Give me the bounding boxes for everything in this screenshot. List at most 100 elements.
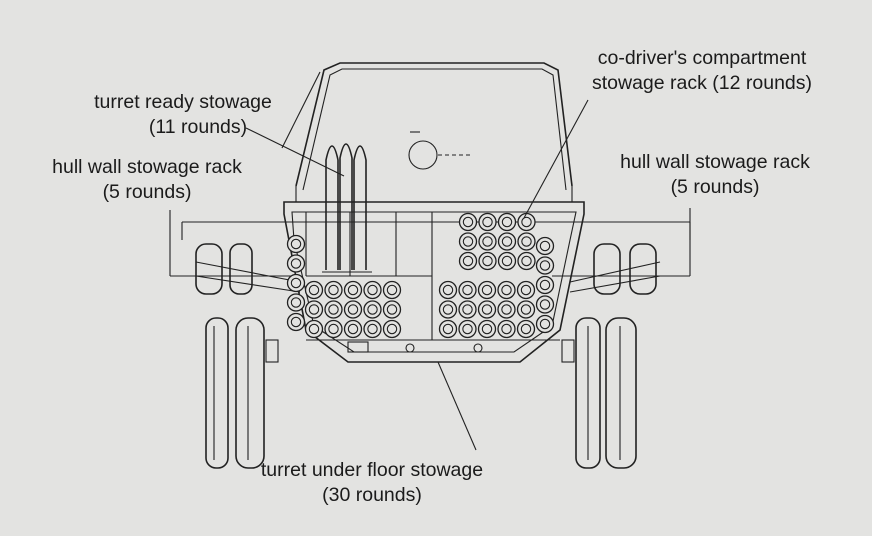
under-floor-round xyxy=(516,300,536,319)
co-driver-round-core xyxy=(521,216,532,228)
under-floor-round xyxy=(382,300,402,319)
under-floor-round xyxy=(363,280,382,300)
under-floor-round xyxy=(458,319,477,339)
hull-wall-right-round xyxy=(535,256,555,275)
label-hull-wall-right: hull wall stowage rack (5 rounds) xyxy=(586,150,844,200)
under-floor-round xyxy=(497,319,516,339)
under-floor-round xyxy=(438,319,458,339)
co-driver-round-core xyxy=(482,255,493,267)
under-floor-round-core xyxy=(367,304,378,315)
label-under-floor-line2: (30 rounds) xyxy=(322,484,422,506)
hull-wall-left-round xyxy=(286,312,306,332)
under-floor-round-core xyxy=(367,284,378,296)
co-driver-round xyxy=(517,232,536,251)
under-floor-round-core xyxy=(386,284,398,296)
co-driver-round-core xyxy=(501,216,513,228)
co-driver-round xyxy=(497,212,517,232)
under-floor-round-core xyxy=(442,284,454,296)
hull-outline xyxy=(283,201,585,363)
label-hull-wall-left: hull wall stowage rack (5 rounds) xyxy=(20,155,274,205)
under-floor-rounds-right xyxy=(438,280,536,339)
hull-wall-right-round-core xyxy=(539,299,551,310)
hull-wall-left-round-core xyxy=(290,316,302,328)
leader-co-driver xyxy=(523,99,589,219)
under-floor-round xyxy=(363,300,382,319)
hull-wall-left-round xyxy=(286,293,306,312)
label-hull-wall-right-line1: hull wall stowage rack xyxy=(620,151,810,173)
hull-wall-right-round xyxy=(535,236,555,256)
floor-hatch xyxy=(347,341,369,353)
co-driver-round-core xyxy=(482,236,493,247)
under-floor-round xyxy=(304,319,324,339)
turret-outline xyxy=(295,62,573,187)
turret-inner-outline xyxy=(302,68,567,191)
under-floor-round-core xyxy=(462,323,473,335)
under-floor-round-core xyxy=(386,304,398,315)
under-floor-round-core xyxy=(442,304,454,315)
co-driver-round-core xyxy=(521,255,532,267)
hull-wall-right-round-core xyxy=(539,240,551,252)
co-driver-round xyxy=(497,232,517,251)
under-floor-round-core xyxy=(481,284,493,296)
under-floor-round-core xyxy=(308,323,320,335)
under-floor-round-core xyxy=(520,304,532,315)
under-floor-round-core xyxy=(308,284,320,296)
hull-wall-left-round xyxy=(286,273,306,293)
label-co-driver-line2: stowage rack (12 rounds) xyxy=(591,72,813,94)
under-floor-round xyxy=(324,280,343,300)
co-driver-round xyxy=(517,212,536,232)
leader-turret-top xyxy=(281,71,321,149)
under-floor-round-core xyxy=(328,323,339,335)
under-floor-round xyxy=(382,280,402,300)
co-driver-round-core xyxy=(462,216,474,228)
under-floor-round-core xyxy=(462,284,473,296)
under-floor-round xyxy=(516,280,536,300)
co-driver-round-core xyxy=(501,255,513,267)
under-floor-round-core xyxy=(481,323,493,335)
co-driver-round xyxy=(458,232,478,251)
under-floor-round xyxy=(497,300,516,319)
label-hull-wall-left-line1: hull wall stowage rack xyxy=(52,156,242,178)
co-driver-round xyxy=(478,212,497,232)
hull-wall-right-round xyxy=(535,314,555,334)
under-floor-round-core xyxy=(481,304,493,315)
hull-wall-right-round xyxy=(535,295,555,314)
under-floor-round xyxy=(477,300,497,319)
co-driver-round xyxy=(478,251,497,271)
label-under-floor: turret under floor stowage (30 rounds) xyxy=(236,458,508,508)
under-floor-round-core xyxy=(386,323,398,335)
hull-wall-right-round-core xyxy=(539,279,551,291)
label-co-driver: co-driver's compartment stowage rack (12… xyxy=(552,46,852,96)
label-hull-wall-right-line2: (5 rounds) xyxy=(670,176,760,198)
label-turret-ready-line1: turret ready stowage xyxy=(94,91,272,113)
under-floor-round xyxy=(497,280,516,300)
under-floor-round-core xyxy=(442,323,454,335)
under-floor-round-core xyxy=(308,304,320,315)
leader-under-floor xyxy=(437,361,477,451)
under-floor-round xyxy=(382,319,402,339)
under-floor-round-core xyxy=(328,284,339,296)
under-floor-round xyxy=(438,280,458,300)
under-floor-round-core xyxy=(462,304,473,315)
under-floor-round xyxy=(477,319,497,339)
under-floor-round-core xyxy=(501,284,512,296)
under-floor-round xyxy=(438,300,458,319)
turret-sight xyxy=(408,140,438,170)
left-suspension xyxy=(195,243,301,469)
under-floor-round xyxy=(343,319,363,339)
leader-lines xyxy=(169,71,691,451)
hull-wall-left-round xyxy=(286,254,306,273)
co-driver-round xyxy=(478,232,497,251)
under-floor-rounds-left xyxy=(304,280,402,339)
co-driver-round xyxy=(458,251,478,271)
co-driver-round xyxy=(497,251,517,271)
under-floor-round xyxy=(343,280,363,300)
under-floor-round-core xyxy=(347,284,359,296)
under-floor-round-core xyxy=(347,304,359,315)
under-floor-round-core xyxy=(367,323,378,335)
co-driver-round-core xyxy=(482,216,493,228)
label-co-driver-line1: co-driver's compartment xyxy=(597,47,807,69)
label-under-floor-line1: turret under floor stowage xyxy=(260,459,484,481)
